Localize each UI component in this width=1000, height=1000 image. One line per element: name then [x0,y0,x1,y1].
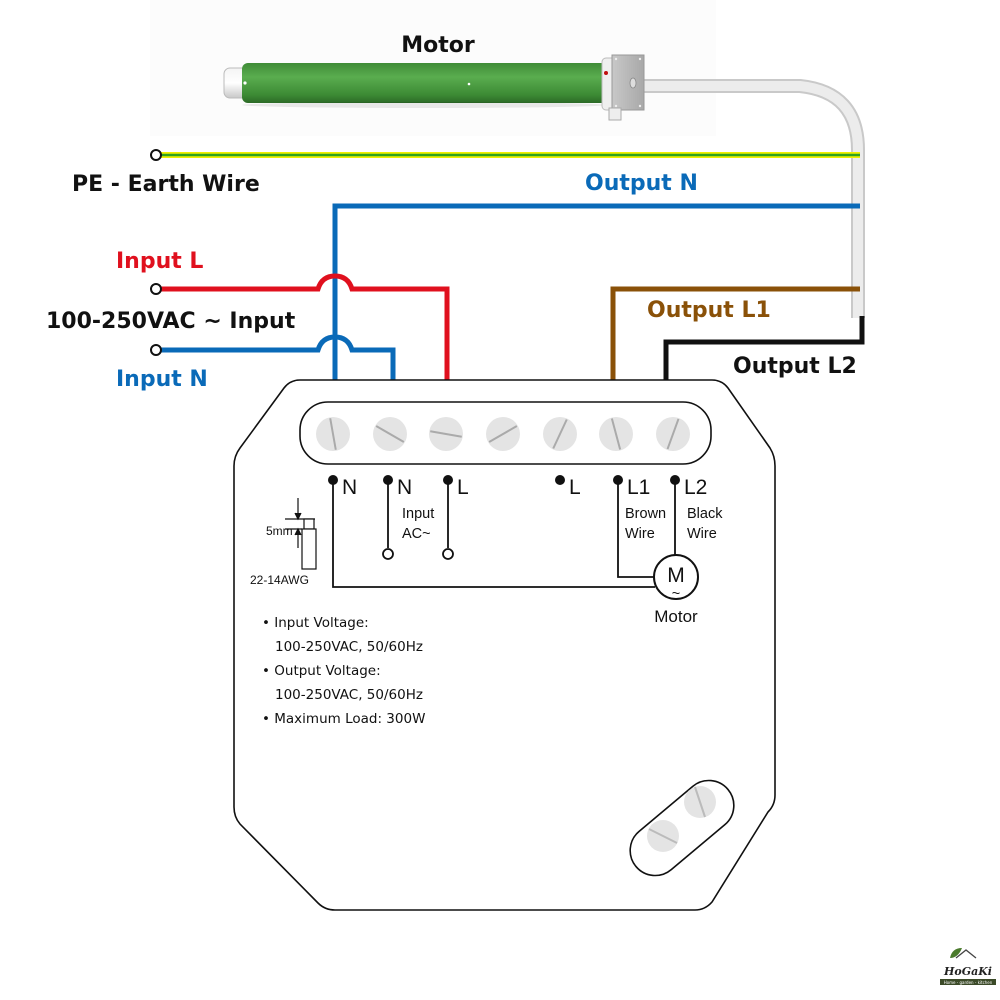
motor-indicator-dot [604,71,608,75]
leaf-icon [950,948,962,958]
motor-symbol-letter: M [667,564,685,587]
terminal-dot-icon [555,475,565,485]
input-l-open-terminal-icon [442,548,454,560]
tubular-motor [223,54,645,121]
earth-terminal-icon [150,149,162,161]
motor-mount-plate [611,54,645,111]
neutral-schematic-line [332,480,655,588]
input-ac-label-1: Input [402,506,434,522]
house-icon [955,949,977,959]
hogaki-logo: HoGaKi Home - garden - kitchen [940,948,996,985]
black-wire-label-2: Wire [687,526,717,542]
brown-wire-label-1: Brown [625,506,666,522]
motor-symbol-icon [653,554,699,600]
input-n-terminal-icon [150,344,162,356]
spec-input-value: 100-250VAC, 50/60Hz [275,639,423,655]
screw-slot [666,418,680,450]
output-l2-label: Output L2 [733,354,857,379]
motor-tube [242,63,608,103]
input-l-wire [160,273,450,380]
screw-slot [329,418,337,450]
spec-max-load: Maximum Load: 300W [274,711,425,727]
output-n-label: Output N [585,171,698,196]
specifications: • Input Voltage: 100-250VAC, 50/60Hz • O… [262,615,425,727]
wire-strip-gauge [285,498,317,570]
input-l-label: Input L [116,249,203,274]
spec-output-title: Output Voltage: [274,663,380,679]
earth-wire [150,149,860,161]
terminal-screws [316,417,690,451]
screw-slot [610,418,622,450]
terminal-label: L [457,476,469,499]
output-l1-wire [610,286,860,380]
screw-slot [552,419,568,449]
motor-cable [640,81,863,318]
wire-gauge-label: 22-14AWG [250,573,309,587]
svg-text:• Input Voltage:: • Input Voltage: [262,615,369,631]
motor-title: Motor [401,33,475,58]
output-l1-label: Output L1 [647,298,771,323]
screw-slot [430,430,462,438]
svg-text:• Output Voltage:: • Output Voltage: [262,663,381,679]
input-n-open-terminal-icon [382,548,394,560]
brown-wire-label-2: Wire [625,526,655,542]
svg-text:• Maximum Load: 300W: • Maximum Load: 300W [262,711,425,727]
screw-slot [375,425,405,443]
earth-wire-label: PE - Earth Wire [72,172,260,197]
input-voltage-label: 100-250VAC ~ Input [46,309,296,334]
antenna-screw-pocket [629,779,735,877]
switch-module-body [233,379,776,911]
terminal-label: N [397,476,412,499]
l1-schematic-line [617,480,654,578]
terminal-label: L1 [627,476,650,499]
logo-brand: HoGaKi [943,965,992,978]
output-l2-wire [663,316,865,380]
input-n-wire [160,334,396,380]
input-l-terminal-icon [150,283,162,295]
motor-symbol-tilde: ~ [672,586,680,602]
logo-tagline: Home - garden - kitchen [944,980,993,985]
terminal-label: L [569,476,581,499]
input-ac-label-2: AC~ [402,526,431,542]
screw-slot [488,425,518,443]
motor-schematic-label: Motor [654,607,698,626]
spec-output-value: 100-250VAC, 50/60Hz [275,687,423,703]
input-n-label: Input N [116,367,208,392]
spec-input-title: Input Voltage: [274,615,368,631]
terminal-label: L2 [684,476,707,499]
output-n-wire [332,203,860,380]
black-wire-label-1: Black [687,506,723,522]
terminal-label: N [342,476,357,499]
strip-length-label: 5mm [266,524,293,538]
schematic [332,480,676,588]
